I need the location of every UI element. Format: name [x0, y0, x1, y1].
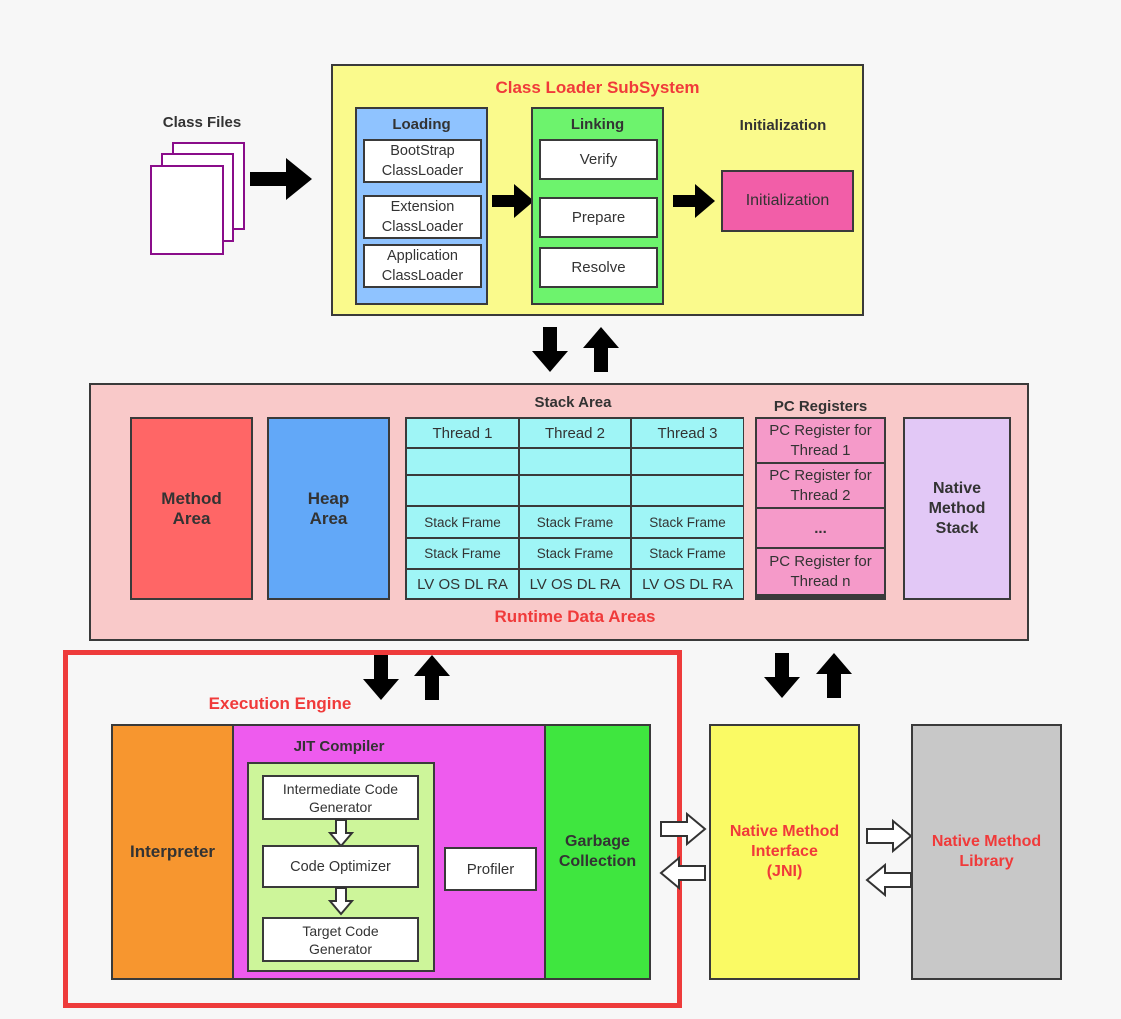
class-loader-title: Class Loader SubSystem	[495, 78, 700, 97]
thread-header: Thread 1	[407, 419, 518, 447]
native-method-library: Native Method Library	[911, 724, 1062, 980]
garbage-collection-box: Garbage Collection	[544, 724, 651, 980]
arrow-right-icon	[673, 184, 715, 218]
code-optimizer: Code Optimizer	[262, 845, 419, 888]
stack-cell-empty	[407, 476, 518, 505]
pc-register-ellipsis: ...	[757, 509, 884, 547]
intermediate-code-generator: Intermediate Code Generator	[262, 775, 419, 820]
arrow-up-icon	[816, 653, 852, 698]
verify-box: Verify	[539, 139, 658, 180]
locals-cell: LV OS DL RA	[520, 570, 630, 598]
stack-frame-cell: Stack Frame	[520, 507, 630, 537]
arrow-down-hollow-icon	[327, 887, 355, 916]
arrow-right-hollow-icon	[660, 811, 707, 847]
loading-title: Loading	[392, 116, 451, 133]
stack-frame-cell: Stack Frame	[407, 539, 518, 568]
arrow-down-icon	[764, 653, 800, 698]
heap-area: Heap Area	[267, 417, 390, 600]
jit-pipeline: Intermediate Code Generator Code Optimiz…	[247, 762, 435, 972]
arrow-left-hollow-icon	[659, 855, 706, 891]
stack-cell-empty	[520, 476, 630, 505]
pc-register-cell: PC Register for Thread n	[757, 549, 884, 594]
extension-classloader: Extension ClassLoader	[363, 195, 482, 239]
linking-title: Linking	[570, 116, 625, 133]
stack-cell-empty	[407, 449, 518, 474]
arrow-down-icon	[363, 655, 399, 700]
file-sheet	[150, 165, 224, 255]
stack-area-grid: Thread 1 Thread 2 Thread 3 Stack Frame S…	[405, 417, 744, 600]
stack-cell-empty	[520, 449, 630, 474]
profiler-box: Profiler	[444, 847, 537, 891]
thread-header: Thread 2	[520, 419, 630, 447]
initialization-title: Initialization	[739, 117, 827, 134]
stack-frame-cell: Stack Frame	[407, 507, 518, 537]
pc-register-cell: PC Register for Thread 2	[757, 464, 884, 507]
resolve-box: Resolve	[539, 247, 658, 288]
pc-registers-stack: PC Register for Thread 1 PC Register for…	[755, 417, 886, 600]
arrow-down-hollow-icon	[327, 819, 355, 848]
thread-header: Thread 3	[632, 419, 743, 447]
arrow-right-icon	[250, 158, 312, 200]
pc-registers-title: PC Registers	[773, 398, 868, 415]
jit-compiler-title: JIT Compiler	[293, 738, 385, 755]
stack-cell-empty	[632, 449, 743, 474]
method-area: Method Area	[130, 417, 253, 600]
arrow-up-icon	[414, 655, 450, 700]
arrow-right-icon	[492, 184, 534, 218]
stack-frame-cell: Stack Frame	[632, 539, 743, 568]
execution-engine-title: Execution Engine	[208, 694, 352, 713]
stack-frame-cell: Stack Frame	[520, 539, 630, 568]
loading-panel: Loading BootStrap ClassLoader Extension …	[355, 107, 488, 305]
stack-frame-cell: Stack Frame	[632, 507, 743, 537]
arrow-right-hollow-icon	[866, 818, 913, 854]
native-method-stack: Native Method Stack	[903, 417, 1011, 600]
bootstrap-classloader: BootStrap ClassLoader	[363, 139, 482, 183]
arrow-down-icon	[532, 327, 568, 372]
class-loader-subsystem: Class Loader SubSystem Loading BootStrap…	[331, 64, 864, 316]
interpreter-box: Interpreter	[111, 724, 234, 980]
class-files-label: Class Files	[162, 114, 242, 131]
locals-cell: LV OS DL RA	[632, 570, 743, 598]
prepare-box: Prepare	[539, 197, 658, 238]
native-method-interface: Native Method Interface (JNI)	[709, 724, 860, 980]
locals-cell: LV OS DL RA	[407, 570, 518, 598]
stack-area-title: Stack Area	[534, 394, 612, 411]
initialization-box: Initialization	[721, 170, 854, 232]
pc-register-cell: PC Register for Thread 1	[757, 419, 884, 462]
jit-compiler-panel: JIT Compiler Intermediate Code Generator…	[232, 724, 546, 980]
stack-cell-empty	[632, 476, 743, 505]
arrow-left-hollow-icon	[865, 862, 912, 898]
application-classloader: Application ClassLoader	[363, 244, 482, 288]
target-code-generator: Target Code Generator	[262, 917, 419, 962]
runtime-title: Runtime Data Areas	[494, 607, 656, 626]
linking-panel: Linking Verify Prepare Resolve	[531, 107, 664, 305]
arrow-up-icon	[583, 327, 619, 372]
runtime-data-areas: Runtime Data Areas Method Area Heap Area…	[89, 383, 1029, 641]
